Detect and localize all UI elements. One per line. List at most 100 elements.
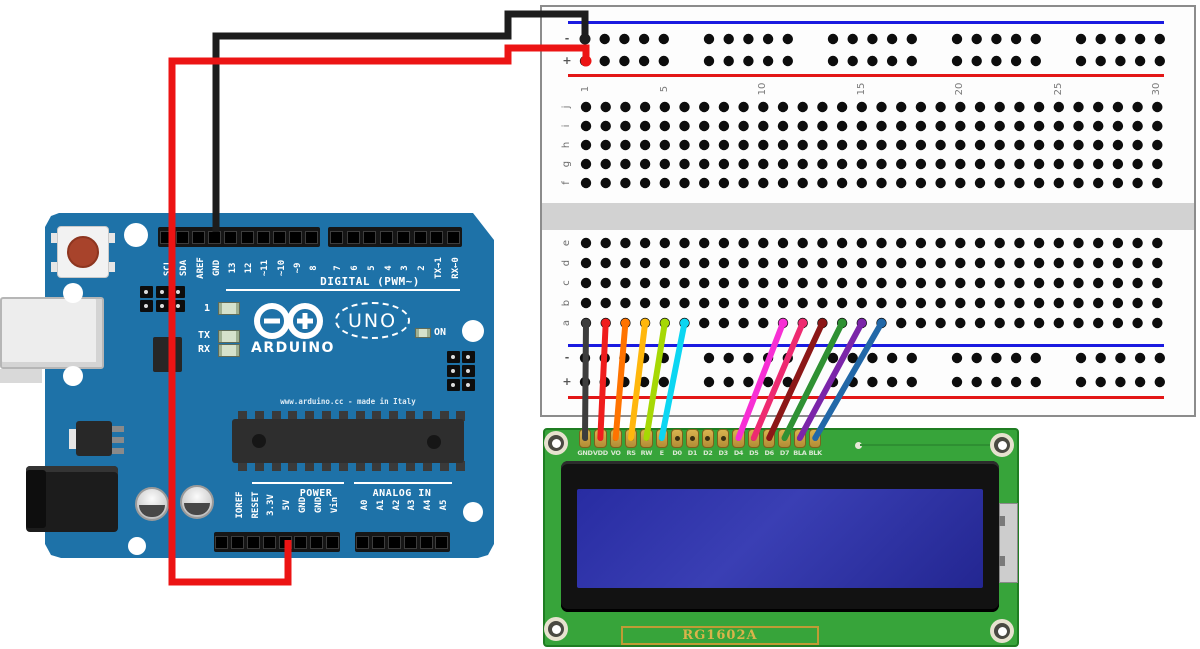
column-number-30: 30 xyxy=(1151,82,1163,96)
digital-header-left-pin xyxy=(224,230,238,244)
pin-label-3: 3 xyxy=(400,265,411,271)
icsp-pin-dot xyxy=(450,355,455,359)
pin-label-RX←0: RX←0 xyxy=(450,257,461,279)
rail-line-minus-top xyxy=(568,21,1164,24)
lcd-pad-hole-RS xyxy=(628,436,634,441)
rail-plus-sign-top: + xyxy=(562,54,572,67)
row-letter-e: e xyxy=(561,239,572,247)
chip-dot-right xyxy=(427,435,441,449)
lcd-pin-label-D4: D4 xyxy=(733,449,744,457)
icsp-pin-dot xyxy=(159,304,164,308)
digital-header-left-pin xyxy=(289,230,303,244)
power-header-pin xyxy=(231,535,245,549)
pin-label-SCL: SCL xyxy=(163,259,174,277)
analog-header-pin xyxy=(356,535,370,549)
pin-label-2: 2 xyxy=(417,265,428,271)
rail-minus-sign-top: - xyxy=(564,32,570,45)
pin-label-A1: A1 xyxy=(375,499,386,511)
lcd-pin-label-D6: D6 xyxy=(764,449,775,457)
icsp-pin-dot xyxy=(143,304,148,308)
capacitor xyxy=(135,487,169,521)
pin-label-A5: A5 xyxy=(438,499,449,511)
digital-header-left-pin xyxy=(175,230,189,244)
rx-led-label: RX xyxy=(198,344,211,355)
icsp-header-right-pin xyxy=(461,379,475,391)
tx-led-label: TX xyxy=(198,330,211,341)
pin-label-12: 12 xyxy=(244,262,255,274)
arduino-url-text: www.arduino.cc - made in Italy xyxy=(280,397,416,406)
pin-label-GND: GND xyxy=(297,496,308,514)
regulator-leg xyxy=(111,437,124,443)
regulator-leg xyxy=(111,448,124,454)
digital-header-right-pin xyxy=(363,230,377,244)
pin-label-5V: 5V xyxy=(282,499,293,511)
lcd-pin-label-VDD: VDD xyxy=(592,449,608,457)
mounting-hole-right xyxy=(462,320,484,342)
icsp-header-right-pin xyxy=(461,351,475,363)
pin-label-13: 13 xyxy=(227,262,238,274)
pin-label-5: 5 xyxy=(366,265,377,271)
lcd-pad-hole-RW xyxy=(643,436,649,441)
lcd-pin-label-RW: RW xyxy=(640,449,653,457)
digital-header-right-pin xyxy=(413,230,427,244)
mounting-hole-bottom-left xyxy=(128,537,146,555)
icsp-pin-dot xyxy=(465,369,470,373)
power-header-pin xyxy=(326,535,339,549)
icsp-pin-dot xyxy=(159,290,164,294)
power-header-pin xyxy=(310,535,324,549)
breadboard-center-divider xyxy=(542,203,1194,230)
analog-header-pin xyxy=(388,535,401,549)
power-jack-front xyxy=(26,470,46,528)
lcd-pad-hole-D2 xyxy=(705,436,711,441)
usb-shadow xyxy=(0,369,42,383)
icsp-header-right-pin xyxy=(446,365,460,377)
icsp-header-right-pin xyxy=(446,379,460,391)
icsp-pin-dot xyxy=(450,383,455,387)
lcd-pin-label-VO: VO xyxy=(610,449,621,457)
icsp-header-right-pin xyxy=(446,351,460,363)
power-header-pin xyxy=(247,535,260,549)
row-letter-h: h xyxy=(561,141,572,149)
row-letter-a: a xyxy=(561,319,572,327)
lcd-pin-label-D0: D0 xyxy=(672,449,682,457)
pin-label-RESET: RESET xyxy=(250,491,261,519)
crystal-component xyxy=(153,337,182,372)
icsp-pin-dot xyxy=(465,383,470,387)
lcd-pad-hole-D6 xyxy=(766,436,772,441)
analog-header-pin xyxy=(435,535,449,549)
row-letter-b: b xyxy=(561,299,572,307)
digital-header-right-pin xyxy=(396,230,410,244)
power-header-pin xyxy=(262,535,276,549)
lcd-trace-line xyxy=(860,444,990,446)
capacitor-marking xyxy=(184,503,210,515)
digital-header-left-pin xyxy=(192,230,205,244)
column-number-20: 20 xyxy=(954,82,966,96)
rail-line-plus-top xyxy=(568,74,1164,77)
usb-shield-tab-bottom xyxy=(63,366,83,386)
digital-header-right-pin xyxy=(447,230,461,244)
lcd-pad-hole-D3 xyxy=(720,436,726,441)
lcd-side-connector-slot xyxy=(999,556,1005,566)
lcd-pad-hole-GND xyxy=(582,436,588,441)
mounting-hole-top-left xyxy=(124,223,148,247)
wire-arduino-gnd-to-breadboard-minus xyxy=(212,10,589,232)
analog-header-pin xyxy=(419,535,433,549)
icsp-pin-dot xyxy=(175,290,180,294)
row-letter-d: d xyxy=(561,259,572,267)
analog-header-pin xyxy=(372,535,386,549)
lcd-pad-hole-D0 xyxy=(674,436,680,441)
regulator-leg xyxy=(111,426,124,432)
column-number-10: 10 xyxy=(757,82,769,96)
lcd-mount-hole xyxy=(997,440,1007,450)
power-header-pin xyxy=(294,535,308,549)
pin-label-TX→1: TX→1 xyxy=(433,257,444,279)
chip-dot-left xyxy=(252,434,266,448)
icsp-pin-dot xyxy=(143,290,148,294)
lcd-pin-label-D7: D7 xyxy=(779,449,790,457)
row-letter-i: i xyxy=(561,124,572,128)
lcd-pad-hole-VDD xyxy=(597,436,603,441)
pin-label-SDA: SDA xyxy=(179,259,190,277)
lcd-pin-label-D1: D1 xyxy=(687,449,698,457)
mounting-hole-bottom-right xyxy=(463,502,483,522)
pin-label-~9: ~9 xyxy=(292,262,303,274)
